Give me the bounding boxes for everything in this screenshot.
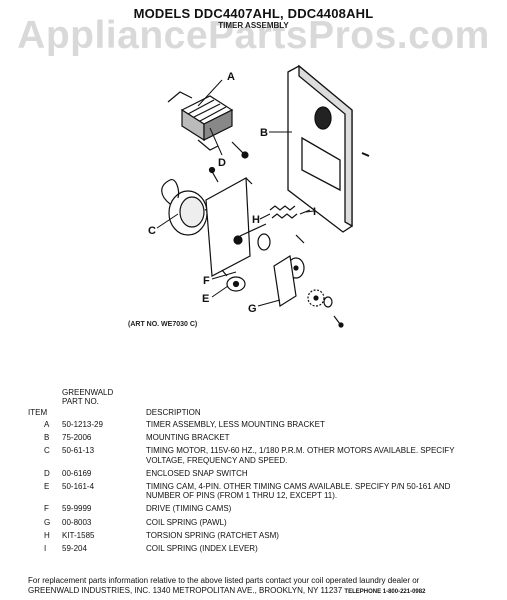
- description-cell: TIMING CAM, 4-PIN. OTHER TIMING CAMS AVA…: [146, 481, 451, 501]
- parts-table: ITEM GREENWALD PART NO. DESCRIPTION A 50-…: [28, 388, 498, 557]
- table-row: H KIT-1585 TORSION SPRING (RATCHET ASM): [28, 531, 498, 540]
- callout-b: B: [260, 127, 268, 139]
- table-row: G 00-8003 COIL SPRING (PAWL): [28, 518, 498, 527]
- page-title: MODELS DDC4407AHL, DDC4408AHL: [133, 6, 374, 21]
- snap-switch-part: [167, 91, 249, 183]
- callout-h: H: [252, 214, 260, 226]
- item-cell: B: [44, 433, 50, 443]
- callout-c: C: [148, 225, 156, 237]
- table-row: D 00-6169 ENCLOSED SNAP SWITCH: [28, 469, 498, 478]
- item-cell: G: [44, 517, 51, 527]
- part-number-cell: 59-9999: [62, 504, 92, 514]
- part-number-cell: 00-6169: [62, 468, 92, 478]
- header-item: ITEM: [28, 408, 48, 417]
- callout-leaders: [156, 79, 315, 307]
- description-cell: ENCLOSED SNAP SWITCH: [146, 468, 248, 478]
- page-subtitle: TIMER ASSEMBLY: [218, 21, 289, 30]
- table-row: B 75-2006 MOUNTING BRACKET: [28, 433, 498, 442]
- table-row: A 50-1213-29 TIMER ASSEMBLY, LESS MOUNTING…: [28, 420, 498, 429]
- header-description: DESCRIPTION: [146, 408, 201, 417]
- table-row: I 59-204 COIL SPRING (INDEX LEVER): [28, 544, 498, 553]
- mounting-bracket-part: [287, 64, 370, 233]
- footer: For replacement parts information relati…: [28, 576, 498, 596]
- item-cell: H: [44, 530, 50, 540]
- part-number-cell: KIT-1585: [62, 530, 95, 540]
- footer-line-1: For replacement parts information relati…: [28, 576, 420, 585]
- callout-e: E: [202, 293, 209, 305]
- item-cell: D: [44, 468, 50, 478]
- table-row: F 59-9999 DRIVE (TIMING CAMS): [28, 504, 498, 513]
- footer-line-2: GREENWALD INDUSTRIES, INC. 1340 METROPOL…: [28, 586, 498, 596]
- parts-table-header: ITEM GREENWALD PART NO. DESCRIPTION: [28, 388, 498, 420]
- description-cell: TIMING MOTOR, 115V-60 HZ., 1/180 P.R.M. …: [146, 446, 455, 465]
- parts-table-body: A 50-1213-29 TIMER ASSEMBLY, LESS MOUNTING…: [28, 420, 498, 553]
- item-cell: C: [44, 446, 50, 456]
- watermark: AppliancePartsPros.com: [17, 14, 490, 57]
- item-cell: E: [44, 481, 50, 491]
- part-number-cell: 59-204: [62, 543, 87, 553]
- item-cell: A: [44, 420, 50, 429]
- footer-telephone: TELEPHONE 1-800-221-0982: [344, 588, 426, 595]
- footer-address: GREENWALD INDUSTRIES, INC. 1340 METROPOL…: [28, 585, 343, 595]
- description-cell: COIL SPRING (INDEX LEVER): [146, 543, 258, 553]
- timer-assembly-diagram: A B C D E F G H I: [148, 64, 370, 328]
- description-cell: MOUNTING BRACKET: [146, 433, 230, 443]
- header-part-no: GREENWALD PART NO.: [62, 388, 114, 407]
- description-cell: COIL SPRING (PAWL): [146, 517, 227, 527]
- timing-motor-part: [161, 178, 217, 236]
- callout-f: F: [203, 275, 210, 287]
- ratchet-gear-part: [273, 255, 344, 328]
- part-number-cell: 75-2006: [62, 433, 92, 443]
- timer-frame-part: [205, 177, 271, 277]
- table-row: C 50-61-13 TIMING MOTOR, 115V-60 HZ., 1/18…: [28, 446, 498, 464]
- description-cell: DRIVE (TIMING CAMS): [146, 504, 232, 514]
- table-row: E 50-161-4 TIMING CAM, 4-PIN. OTHER TIMING…: [28, 482, 498, 500]
- part-number-cell: 50-1213-29: [62, 420, 103, 429]
- item-cell: F: [44, 504, 49, 514]
- description-cell: TORSION SPRING (RATCHET ASM): [146, 530, 279, 540]
- part-number-cell: 50-61-13: [62, 446, 95, 456]
- callout-d: D: [218, 157, 226, 169]
- callout-g: G: [248, 303, 257, 315]
- art-number: (ART NO. WE7030 C): [128, 321, 198, 328]
- part-number-cell: 00-8003: [62, 517, 92, 527]
- callout-i: I: [313, 206, 316, 218]
- callout-a: A: [227, 71, 235, 83]
- springs-part: [269, 205, 311, 244]
- timing-cam-part: [221, 269, 246, 292]
- part-number-cell: 50-161-4: [62, 481, 95, 491]
- description-cell: TIMER ASSEMBLY, LESS MOUNTING BRACKET: [146, 420, 325, 429]
- item-cell: I: [44, 543, 47, 553]
